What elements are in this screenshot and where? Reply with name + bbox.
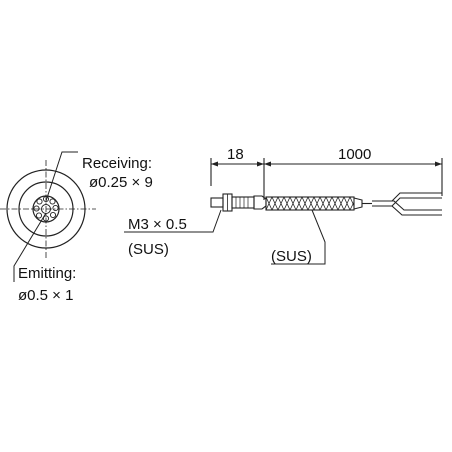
braided-sleeve bbox=[265, 196, 355, 211]
emitting-spec: ø0.5 × 1 bbox=[18, 287, 73, 304]
sleeve-material: (SUS) bbox=[271, 248, 312, 265]
sleeve-end bbox=[353, 197, 363, 210]
sleeve-leader bbox=[271, 209, 326, 265]
emitting-label: Emitting: bbox=[18, 265, 76, 282]
thread-label: M3 × 0.5 bbox=[128, 216, 187, 233]
front-view bbox=[0, 151, 96, 282]
dim-head-value: 18 bbox=[227, 146, 244, 163]
side-view bbox=[124, 158, 443, 265]
receiving-spec: ø0.25 × 9 bbox=[89, 174, 153, 191]
ferrule bbox=[253, 195, 267, 210]
thread-leader bbox=[124, 209, 222, 233]
receiving-leader bbox=[45, 151, 78, 202]
dim-cable-value: 1000 bbox=[338, 146, 371, 163]
thread-material: (SUS) bbox=[128, 241, 169, 258]
probe-tip bbox=[210, 197, 224, 208]
receiving-fibers bbox=[33, 195, 59, 222]
receiving-label: Receiving: bbox=[82, 155, 152, 172]
center-lines bbox=[0, 160, 96, 258]
fiber-cables bbox=[372, 192, 442, 216]
emitting-leader bbox=[13, 212, 47, 282]
braid-pattern bbox=[265, 196, 355, 211]
threaded-body bbox=[231, 196, 255, 209]
